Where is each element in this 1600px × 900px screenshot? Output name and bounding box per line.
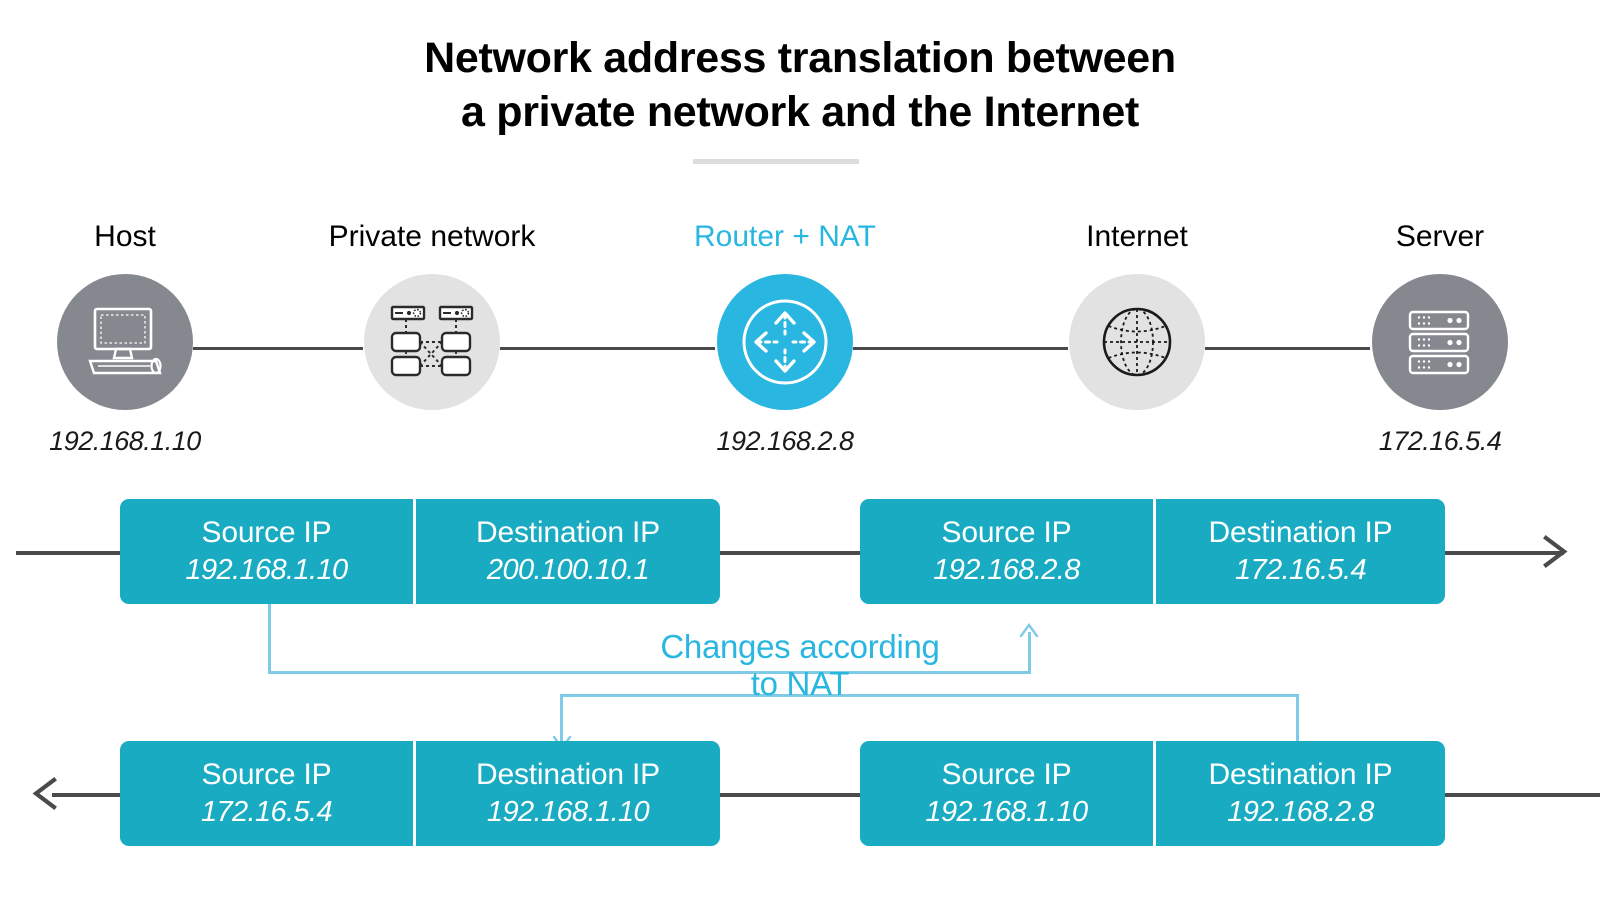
destination-ip-value: 192.168.1.10 bbox=[486, 795, 650, 828]
desktop-computer-icon bbox=[88, 307, 162, 375]
destination-ip-value: 200.100.10.1 bbox=[486, 553, 650, 586]
flow-line-inbound-entry bbox=[1444, 793, 1600, 797]
page-title: Network address translation between a pr… bbox=[0, 32, 1600, 140]
arrow-left-inbound bbox=[32, 777, 57, 810]
node-private-network-label: Private network bbox=[328, 220, 536, 253]
server-rack-icon bbox=[1408, 310, 1470, 375]
packet-inbound-after-nat: Source IP 172.16.5.4 Destination IP 192.… bbox=[120, 741, 720, 846]
node-internet-circle bbox=[1069, 274, 1205, 410]
nat-connector-source-span bbox=[268, 671, 1030, 674]
packet-field-source: Source IP 172.16.5.4 bbox=[120, 741, 413, 846]
globe-icon bbox=[1102, 307, 1172, 377]
packet-field-destination: Destination IP 172.16.5.4 bbox=[1153, 499, 1445, 604]
destination-ip-label: Destination IP bbox=[1208, 757, 1393, 791]
arrow-right-outbound bbox=[1543, 535, 1568, 568]
node-host-ip: 192.168.1.10 bbox=[49, 426, 201, 456]
node-router-nat-circle bbox=[717, 274, 853, 410]
nat-connector-source-start bbox=[268, 604, 271, 674]
source-ip-value: 192.168.1.10 bbox=[185, 553, 348, 586]
node-host-label: Host bbox=[94, 220, 156, 253]
link-private-router bbox=[500, 347, 715, 350]
destination-ip-label: Destination IP bbox=[1208, 515, 1393, 549]
flow-line-outbound-middle bbox=[720, 551, 860, 555]
source-ip-label: Source IP bbox=[941, 515, 1072, 549]
packet-outbound-after-nat: Source IP 192.168.2.8 Destination IP 172… bbox=[860, 499, 1445, 604]
router-arrows-icon bbox=[742, 299, 828, 385]
packet-outbound-before-nat: Source IP 192.168.1.10 Destination IP 20… bbox=[120, 499, 720, 604]
node-server-ip: 172.16.5.4 bbox=[1378, 426, 1502, 456]
link-router-internet bbox=[853, 347, 1068, 350]
packet-field-source: Source IP 192.168.2.8 bbox=[860, 499, 1153, 604]
source-ip-label: Source IP bbox=[201, 515, 332, 549]
flow-line-outbound-entry bbox=[16, 551, 122, 555]
node-router-nat-label: Router + NAT bbox=[693, 220, 876, 253]
node-server: Server bbox=[1325, 222, 1555, 457]
node-host: Host 192.168.1.10 bbox=[10, 222, 240, 457]
nat-connector-source-rise bbox=[1028, 632, 1031, 674]
packet-field-source: Source IP 192.168.1.10 bbox=[860, 741, 1153, 846]
title-line-1: Network address translation between bbox=[424, 34, 1176, 82]
node-private-network-circle bbox=[364, 274, 500, 410]
packet-field-destination: Destination IP 200.100.10.1 bbox=[413, 499, 720, 604]
nat-connector-dest-drop bbox=[560, 694, 563, 742]
nat-connector-dest-start bbox=[1296, 694, 1299, 746]
packet-field-destination: Destination IP 192.168.1.10 bbox=[413, 741, 720, 846]
link-host-private bbox=[193, 347, 363, 350]
node-server-circle bbox=[1372, 274, 1508, 410]
flow-line-inbound-exit bbox=[52, 793, 122, 797]
destination-ip-value: 172.16.5.4 bbox=[1234, 553, 1367, 586]
node-server-label: Server bbox=[1395, 220, 1485, 253]
destination-ip-label: Destination IP bbox=[476, 515, 660, 549]
source-ip-value: 172.16.5.4 bbox=[200, 795, 333, 828]
packet-inbound-before-nat: Source IP 192.168.1.10 Destination IP 19… bbox=[860, 741, 1445, 846]
source-ip-value: 192.168.2.8 bbox=[933, 553, 1080, 586]
arrow-up-nat-source bbox=[1019, 622, 1039, 638]
nat-change-line-1: Changes according bbox=[660, 628, 940, 665]
node-private-network: Private network bbox=[317, 222, 547, 426]
source-ip-label: Source IP bbox=[201, 757, 332, 791]
packet-field-destination: Destination IP 192.168.2.8 bbox=[1153, 741, 1445, 846]
nat-connector-dest-span bbox=[560, 694, 1299, 697]
nat-change-line-2: to NAT bbox=[750, 664, 850, 702]
node-host-circle bbox=[57, 274, 193, 410]
node-internet: Internet bbox=[1022, 222, 1252, 426]
network-topology-icon bbox=[390, 305, 474, 377]
link-internet-server bbox=[1205, 347, 1370, 350]
title-line-2: a private network and the Internet bbox=[461, 87, 1139, 136]
destination-ip-value: 192.168.2.8 bbox=[1227, 795, 1374, 828]
packet-field-source: Source IP 192.168.1.10 bbox=[120, 499, 413, 604]
node-internet-label: Internet bbox=[1086, 220, 1188, 253]
source-ip-label: Source IP bbox=[941, 757, 1072, 791]
destination-ip-label: Destination IP bbox=[476, 757, 660, 791]
nat-change-annotation: Changes according to NAT bbox=[500, 628, 1100, 702]
title-divider bbox=[693, 159, 859, 164]
flow-line-inbound-middle bbox=[720, 793, 860, 797]
flow-line-outbound-exit bbox=[1444, 551, 1564, 555]
node-router-nat: Router + NAT 192.168.2.8 bbox=[670, 222, 900, 457]
node-router-nat-ip: 192.168.2.8 bbox=[716, 426, 854, 456]
source-ip-value: 192.168.1.10 bbox=[925, 795, 1088, 828]
